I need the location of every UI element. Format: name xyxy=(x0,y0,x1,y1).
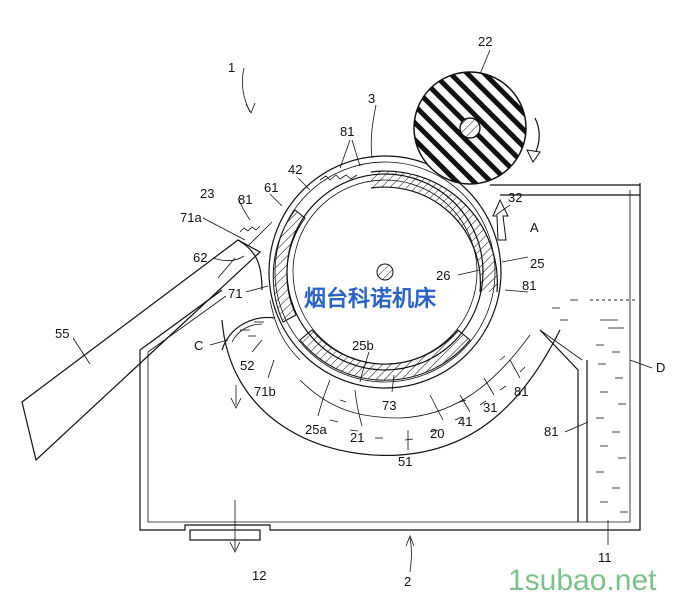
roller-22 xyxy=(413,71,541,185)
label-42: 42 xyxy=(288,162,302,177)
label-81-left: 81 xyxy=(238,192,252,207)
spray-52 xyxy=(221,316,276,409)
label-25: 25 xyxy=(530,256,544,271)
label-61: 61 xyxy=(264,180,278,195)
label-81-top: 81 xyxy=(340,124,354,139)
label-81-right: 81 xyxy=(522,278,536,293)
label-32: 32 xyxy=(508,190,522,205)
label-21: 21 xyxy=(350,430,364,445)
label-1: 1 xyxy=(228,60,235,75)
outlet-12 xyxy=(189,529,261,541)
label-26: 26 xyxy=(436,268,450,283)
watermark-chinese: 烟台科诺机床 xyxy=(304,286,437,312)
watermark-site: 1subao.net xyxy=(508,564,657,597)
label-3: 3 xyxy=(368,91,375,106)
guide-71 xyxy=(237,221,301,361)
housing xyxy=(139,183,641,531)
leader-lines xyxy=(72,49,653,573)
label-25b: 25b xyxy=(352,338,374,353)
label-71b: 71b xyxy=(254,384,276,399)
label-62: 62 xyxy=(193,250,207,265)
label-2: 2 xyxy=(404,574,411,589)
arrow-a xyxy=(492,198,509,241)
reference-labels: 1 22 3 81 42 23 81 61 71a 62 71 55 C 52 … xyxy=(55,34,665,589)
label-73: 73 xyxy=(382,398,396,413)
label-55: 55 xyxy=(55,326,69,341)
label-81-tank: 81 xyxy=(544,424,558,439)
label-31: 31 xyxy=(483,400,497,415)
fluid-51 xyxy=(221,319,561,457)
label-52: 52 xyxy=(240,358,254,373)
label-23: 23 xyxy=(200,186,214,201)
liquid-tank xyxy=(552,299,638,513)
label-d: D xyxy=(656,360,665,375)
label-71a: 71a xyxy=(180,210,202,225)
label-25a: 25a xyxy=(305,422,327,437)
label-a: A xyxy=(530,220,539,235)
label-12: 12 xyxy=(252,568,266,583)
label-51: 51 xyxy=(398,454,412,469)
label-20: 20 xyxy=(430,426,444,441)
label-81-low: 81 xyxy=(514,384,528,399)
label-11: 11 xyxy=(598,550,612,565)
label-c: C xyxy=(194,338,203,353)
chute-55 xyxy=(21,239,262,462)
label-41: 41 xyxy=(458,414,472,429)
label-71: 71 xyxy=(228,286,242,301)
label-22: 22 xyxy=(478,34,492,49)
